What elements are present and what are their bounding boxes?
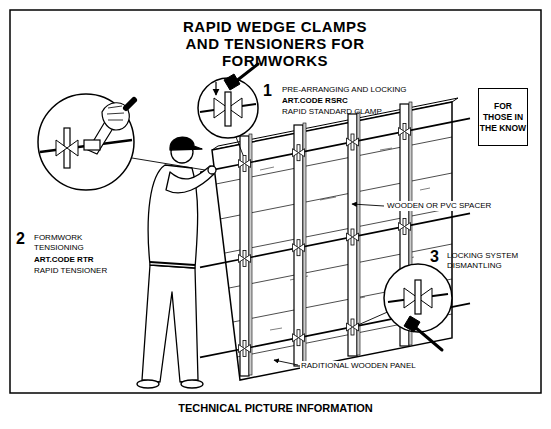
clamp [347, 229, 359, 245]
clamp [239, 341, 251, 357]
diagram-title: RAPID WEDGE CLAMPS AND TENSIONERS FOR FO… [170, 18, 380, 69]
wedge-detail [415, 280, 421, 314]
inset-leader [132, 158, 205, 170]
worker-belt [150, 262, 195, 265]
hammer-head [224, 74, 240, 90]
magnifier-circle [38, 94, 134, 190]
article-code: ART.CODE RTR [34, 255, 94, 265]
spacer-leader [352, 204, 384, 206]
worker-legs [142, 265, 198, 382]
tie-rod [200, 213, 470, 267]
worker-shoe [181, 380, 203, 388]
worker-arm [166, 166, 214, 193]
step-label: LOCKING SYSTEM DISMANTLING [447, 251, 527, 271]
wrist [126, 100, 134, 108]
worker-hand [208, 166, 216, 174]
panel-leader [274, 360, 298, 365]
callout-number: 3 [430, 248, 439, 266]
article-code: ART.CODE RSRC [282, 96, 348, 106]
clamp [347, 134, 359, 150]
clamp [293, 145, 305, 161]
worker-cap [170, 137, 202, 150]
clamp [399, 219, 411, 235]
hammer-handle [416, 328, 442, 350]
finger-lines [107, 106, 124, 120]
inset-leader [236, 137, 243, 155]
tie-rods [200, 118, 470, 357]
callout-number: 1 [263, 82, 272, 100]
inset-dismantling [384, 264, 452, 350]
step-label: PRE-ARRANGING AND LOCKING [282, 85, 406, 95]
wedge-detail [225, 92, 231, 126]
rod-detail [40, 140, 132, 152]
clamp [293, 240, 305, 256]
clamp [293, 330, 305, 346]
leader-lines [132, 137, 392, 365]
clamps [239, 124, 411, 357]
magnifier-circle [384, 264, 452, 332]
callout-number: 2 [16, 230, 25, 248]
wooden-panel [212, 98, 458, 380]
diagram-caption: TECHNICAL PICTURE INFORMATION [0, 402, 551, 414]
worker-figure [137, 137, 216, 388]
outer-frame [10, 10, 541, 393]
inset-clamp-locking [198, 64, 258, 138]
product-name: RAPID STANDARD CLAMP [282, 107, 382, 117]
vertical-studs [240, 102, 412, 376]
worker-shoe [137, 380, 159, 388]
part-label: WOODEN OR PVC SPACER [386, 201, 492, 211]
clamp [239, 156, 251, 172]
note-box: FOR THOSE IN THE KNOW [478, 88, 528, 146]
tensioner-body [84, 140, 100, 150]
clamp [239, 251, 251, 267]
direction-arrow [215, 82, 216, 95]
clamp [399, 124, 411, 140]
clamp-plate-detail [56, 140, 78, 156]
step-label: FORMWORK TENSIONING [34, 233, 96, 253]
inset-tensioning [38, 94, 134, 190]
part-label: RADITIONAL WOODEN PANEL [300, 361, 417, 371]
hammer-head [404, 316, 420, 332]
clamp [347, 319, 359, 335]
product-name: RAPID TENSIONER [34, 266, 107, 276]
note-text: FOR THOSE IN THE KNOW [479, 101, 527, 134]
